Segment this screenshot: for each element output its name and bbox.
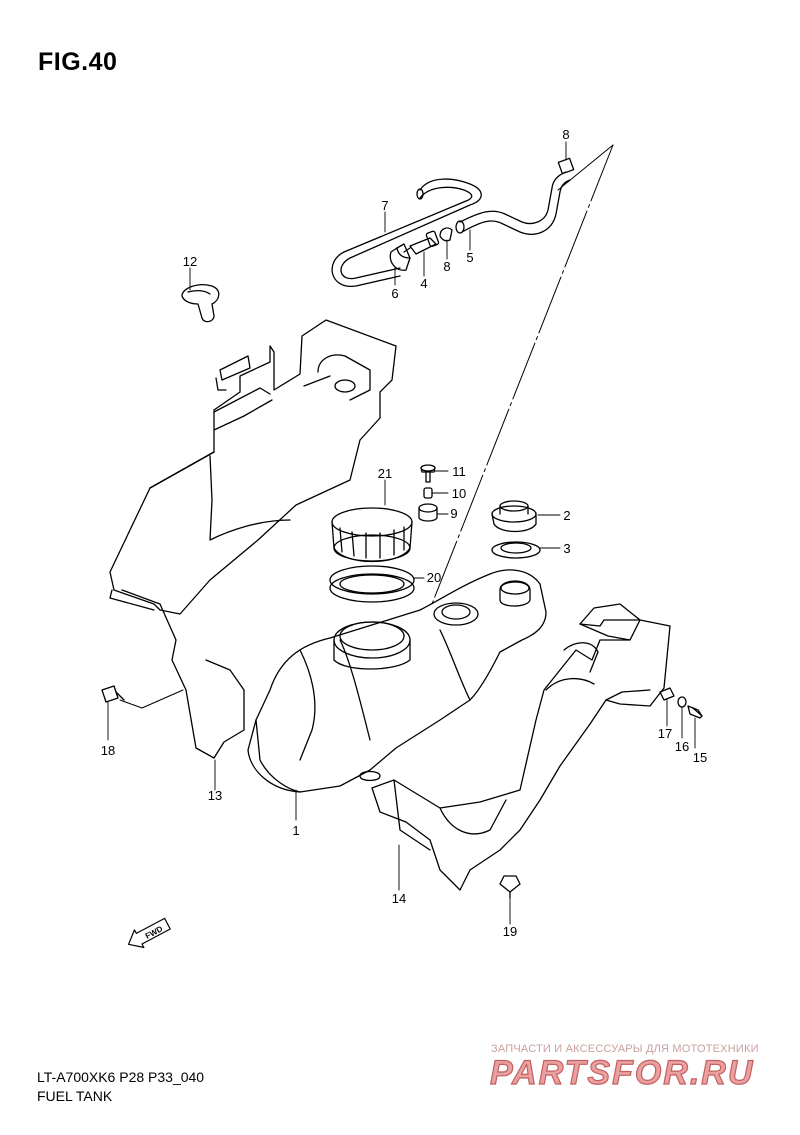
leader-lines: [107, 141, 696, 925]
clip-12: [181, 284, 220, 323]
callout-16: 16: [675, 739, 689, 754]
callout-9: 9: [450, 506, 457, 521]
callout-1: 1: [292, 823, 299, 838]
fwd-arrow-icon: FWD: [127, 917, 171, 949]
hose-clamp-6: [389, 243, 411, 271]
collar-10: [423, 487, 433, 499]
fuel-cap-2: [491, 500, 537, 533]
callout-4: 4: [420, 276, 427, 291]
bolt-15: [687, 705, 703, 719]
cushion-9: [418, 503, 438, 522]
diagram-code: LT-A700XK6 P28 P33_040: [37, 1069, 205, 1085]
side-cover-13: [109, 319, 397, 759]
bolt-11: [420, 464, 436, 483]
side-cover-14: [371, 603, 671, 891]
callout-11: 11: [452, 464, 466, 479]
cap-gasket-3: [491, 541, 541, 559]
callout-19: 19: [503, 924, 517, 939]
check-valve-4: [403, 230, 440, 255]
callout-3: 3: [563, 541, 570, 556]
hose-clamp-8b: [439, 227, 453, 242]
callout-18: 18: [101, 743, 115, 758]
callout-20: 20: [427, 570, 441, 585]
watermark-tagline: ЗАПЧАСТИ И АКСЕССУАРЫ ДЛЯ МОТОТЕХНИКИ: [491, 1043, 759, 1055]
hose-5: [455, 157, 575, 235]
clip-19: [499, 875, 521, 899]
callout-6: 6: [391, 286, 398, 301]
cushion-17: [659, 687, 675, 701]
callout-17: 17: [658, 726, 672, 741]
callout-13: 13: [208, 788, 222, 803]
fuel-tank-1: [247, 569, 547, 793]
watermark-logo: PARTSFOR.RU: [489, 1053, 754, 1092]
callout-7: 7: [381, 198, 388, 213]
lock-ring-21: [331, 507, 413, 563]
callout-numbers: 1 2 3 4 5 6 7 8 8 9 10 11 12 13 14 15 16…: [101, 127, 707, 939]
diagram-name: FUEL TANK: [37, 1088, 113, 1104]
callout-21: 21: [378, 466, 392, 481]
callout-5: 5: [466, 250, 473, 265]
callout-14: 14: [392, 891, 406, 906]
callout-8-top: 8: [562, 127, 569, 142]
callout-8-mid: 8: [443, 259, 450, 274]
callout-12: 12: [183, 254, 197, 269]
callout-10: 10: [452, 486, 466, 501]
watermark-logo-text: PARTSFOR.RU: [490, 1054, 754, 1092]
callout-2: 2: [563, 508, 570, 523]
bolt-18: [101, 685, 125, 703]
figure-title: FIG.40: [38, 48, 118, 76]
washer-16: [677, 696, 687, 708]
breather-hose-7: [331, 178, 482, 287]
callout-15: 15: [693, 750, 707, 765]
gasket-20: [329, 565, 415, 603]
guide-lines: [119, 144, 614, 709]
